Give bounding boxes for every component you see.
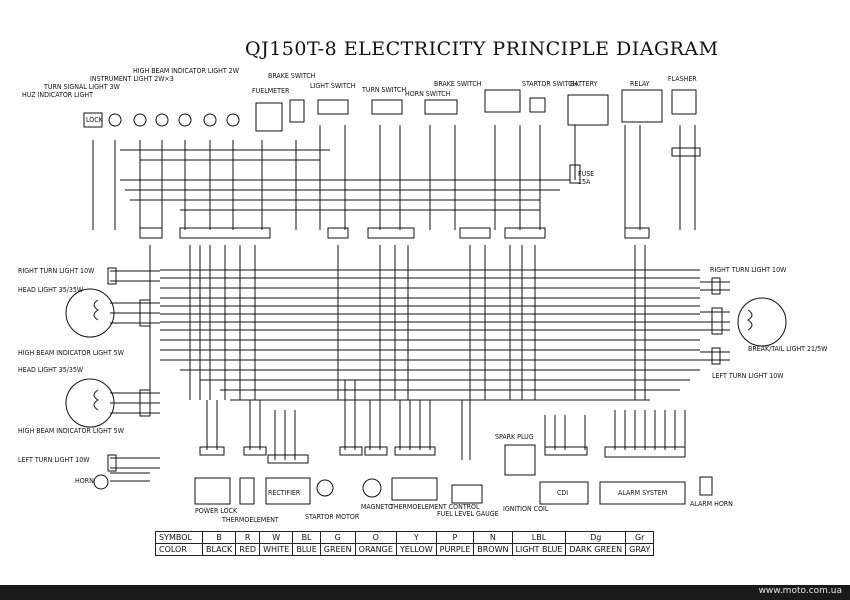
thermoelement-control-label: THERMOELEMENT CONTROL [390,503,480,511]
legend-color: ORANGE [354,543,397,556]
fuse-label: FUSE [578,170,595,178]
horn-label: HORN [75,477,94,485]
legend-symbol: P [435,531,475,544]
ignition-coil-label: IGNITION COIL [503,505,549,513]
startor-switch-label: STARTOR SWITCH [522,80,578,88]
high-beam-indicator-1-label: HIGH BEAM INDICATOR LIGHT 5W [18,349,124,357]
head-light-1-label: HEAD LIGHT 35/35W [18,286,84,294]
legend-symbol: O [354,531,397,544]
cdi-label: CDI [557,489,569,497]
high-beam-indicator-2-label: HIGH BEAM INDICATOR LIGHT 5W [18,427,124,435]
legend-color: BROWN [473,543,513,556]
legend-color: YELLOW [395,543,437,556]
legend-color: BLACK [201,543,237,556]
turn-signal-light-label: TURN SIGNAL LIGHT 3W [44,83,120,91]
legend-color: LIGHT BLUE [511,543,567,556]
legend-symbol: Dg [565,531,627,544]
horn-switch-label: HORN SWITCH [405,90,451,98]
legend-symbol: R [235,531,261,544]
legend-color: GRAY [625,543,655,556]
legend-symbol-row: SYMBOL B R W BL G O Y P N LBL Dg Gr [155,531,655,544]
high-beam-indicator-label: HIGH BEAM INDICATOR LIGHT 2W [133,67,239,75]
legend-color-row: COLOR BLACK RED WHITE BLUE GREEN ORANGE … [155,543,655,556]
legend-symbol: W [259,531,294,544]
right-turn-light-right-label: RIGHT TURN LIGHT 10W [710,266,787,274]
legend-symbol: N [473,531,513,544]
legend-symbol: LBL [511,531,567,544]
wire-color-legend: SYMBOL B R W BL G O Y P N LBL Dg Gr COLO… [155,531,655,556]
alarm-system-label: ALARM SYSTEM [618,489,668,497]
legend-color: DARK GREEN [565,543,627,556]
footer-bar: www.moto.com.ua [0,585,850,600]
instrument-light-label: INSTRUMENT LIGHT 2W×3 [90,75,174,83]
legend-color: GREEN [319,543,356,556]
legend-color: PURPLE [435,543,475,556]
fuel-level-gauge-label: FUEL LEVEL GAUGE [437,510,499,518]
right-turn-light-left-label: RIGHT TURN LIGHT 10W [18,267,95,275]
legend-color: BLUE [292,543,321,556]
brake-tail-light-label: BREAK/TAIL LIGHT 21/5W [748,345,828,353]
light-switch-label: LIGHT SWITCH [310,82,356,90]
magneto-label: MAGNETO [361,503,393,511]
battery-label: BATTERY [570,80,598,88]
huz-indicator-light-label: HUZ INDICATOR LIGHT [22,91,93,99]
head-light-2-label: HEAD LIGHT 35/35W [18,366,84,374]
watermark-text: www.moto.com.ua [758,586,842,596]
diagram-title: QJ150T-8 ELECTRICITY PRINCIPLE DIAGRAM [245,38,719,60]
legend-symbol: BL [292,531,321,544]
legend-symbol: B [201,531,237,544]
alarm-horn-label: ALARM HORN [690,500,733,508]
rectifier-label: RECTIFIER [268,489,301,497]
thermoelement-label: THERMOELEMENT [222,516,279,524]
turn-switch-label: TURN SWITCH [362,86,407,94]
legend-color-header: COLOR [155,543,203,556]
left-turn-light-right-label: LEFT TURN LIGHT 10W [712,372,784,380]
legend-color: WHITE [259,543,294,556]
lock-label: LOCK [86,116,103,124]
legend-color: RED [235,543,261,556]
flasher-label: FLASHER [668,75,697,83]
legend-symbol: Y [395,531,437,544]
spark-plug-label: SPARK PLUG [495,433,534,441]
left-turn-light-left-label: LEFT TURN LIGHT 10W [18,456,90,464]
power-lock-label: POWER LOCK [195,507,238,515]
legend-symbol: Gr [625,531,655,544]
legend-symbol-header: SYMBOL [155,531,203,544]
starter-motor-label: STARTOR MOTOR [305,513,360,521]
legend-symbol: G [319,531,356,544]
fuelmeter-label: FUELMETER [252,87,290,95]
relay-label: RELAY [630,80,650,88]
fuse-rating-label: 15A [578,178,591,186]
brake-switch-label: BRAKE SWITCH [434,80,482,88]
brake-switch-top-label: BRAKE SWITCH [268,72,316,80]
